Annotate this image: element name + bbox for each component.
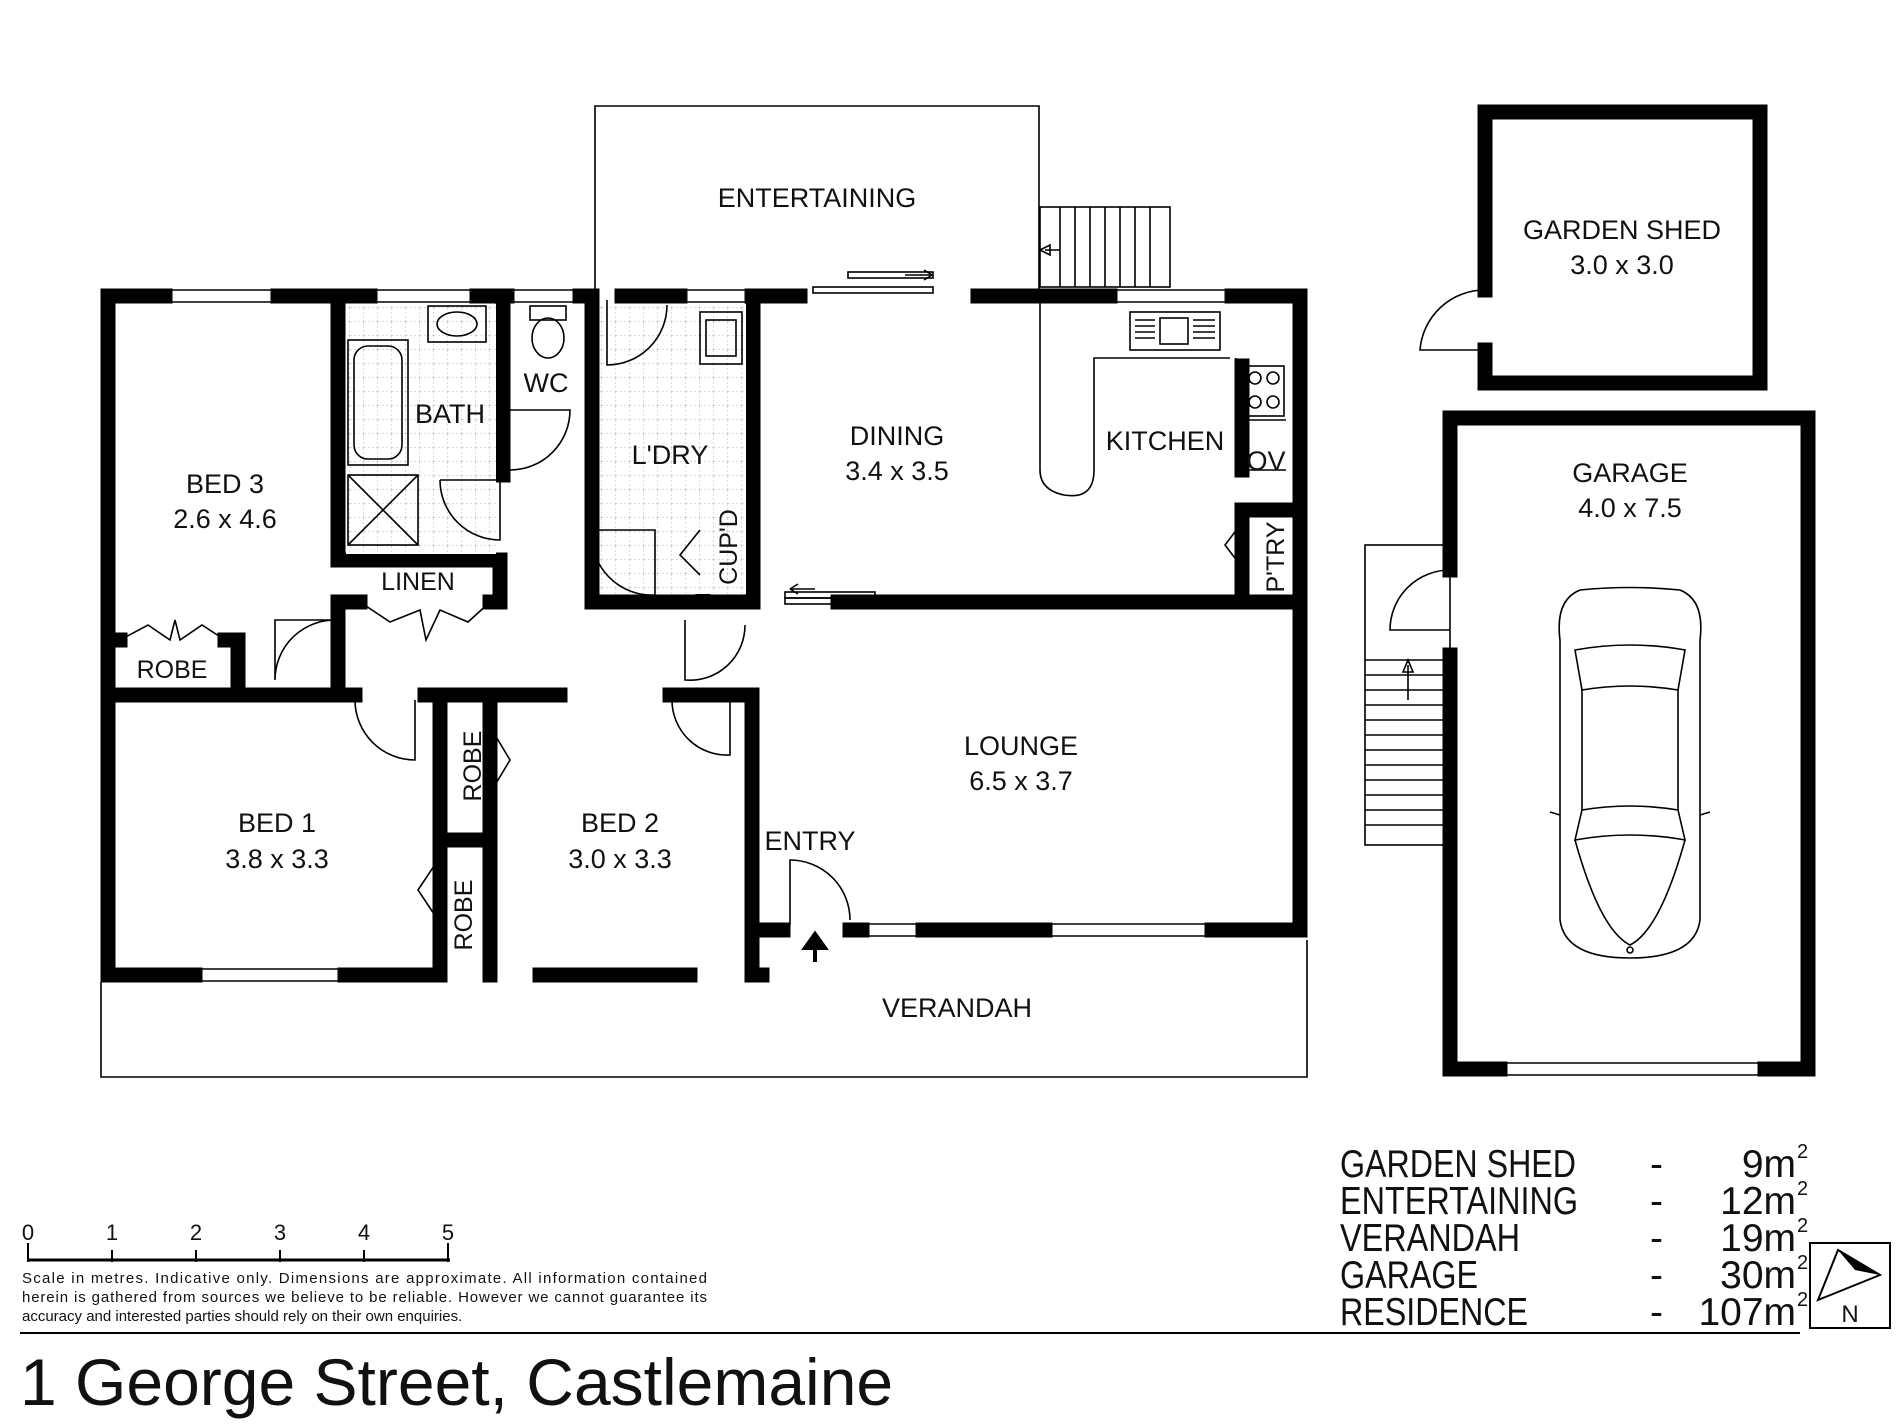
bed3-label: BED 3	[186, 469, 264, 499]
lounge-dims: 6.5 x 3.7	[969, 766, 1073, 796]
area-unit-sup: 2	[1797, 1178, 1808, 1200]
scale-tick-label: 2	[190, 1220, 202, 1245]
scale-tick-label: 4	[358, 1220, 370, 1245]
bed2-dims: 3.0 x 3.3	[568, 844, 672, 874]
verandah-label: VERANDAH	[882, 993, 1032, 1023]
robe-bed3-label: ROBE	[137, 656, 208, 684]
disclaimer-line: accuracy and interested parties should r…	[22, 1308, 462, 1325]
cupboard-label: CUP'D	[715, 509, 743, 585]
area-value: 9m	[1742, 1143, 1796, 1186]
area-unit-sup: 2	[1797, 1289, 1808, 1311]
disclaimer: Scale in metres. Indicative only. Dimens…	[22, 1270, 707, 1325]
area-dash: -	[1650, 1180, 1663, 1223]
bed2-label: BED 2	[581, 808, 659, 838]
garden-shed-dims: 3.0 x 3.0	[1570, 250, 1674, 280]
area-unit-sup: 2	[1797, 1252, 1808, 1274]
area-name: VERANDAH	[1340, 1217, 1520, 1260]
kitchen-label: KITCHEN	[1106, 426, 1225, 456]
scale-tick-label: 1	[106, 1220, 118, 1245]
area-unit-sup: 2	[1797, 1215, 1808, 1237]
fixtures	[347, 298, 1286, 546]
car-icon	[1549, 586, 1711, 959]
bed1-label: BED 1	[238, 808, 316, 838]
dining-label: DINING	[850, 421, 945, 451]
area-dash: -	[1650, 1254, 1663, 1297]
area-name: GARAGE	[1340, 1254, 1478, 1297]
area-schedule: GARDEN SHED - 9m 2 ENTERTAINING - 12m 2 …	[1340, 1141, 1808, 1334]
disclaimer-line: Scale in metres. Indicative only. Dimens…	[22, 1270, 707, 1287]
area-name: RESIDENCE	[1340, 1291, 1528, 1334]
bath-label: BATH	[415, 399, 485, 429]
laundry-label: L'DRY	[632, 440, 709, 470]
entertaining-label: ENTERTAINING	[718, 183, 917, 213]
scale-bar: 0 1 2 3 4 5	[22, 1220, 454, 1262]
compass-north-label: N	[1841, 1301, 1858, 1328]
scale-tick-label: 0	[22, 1220, 34, 1245]
area-unit-sup: 2	[1797, 1141, 1808, 1163]
area-value: 30m	[1720, 1254, 1796, 1297]
entertaining-deck	[594, 105, 1171, 295]
bed3-dims: 2.6 x 4.6	[173, 504, 277, 534]
windows	[165, 289, 1232, 982]
dining-dims: 3.4 x 3.5	[845, 456, 949, 486]
area-row: ENTERTAINING - 12m 2	[1340, 1178, 1808, 1223]
garden-shed	[1419, 104, 1768, 391]
area-row: GARAGE - 30m 2	[1340, 1252, 1808, 1297]
verandah	[100, 940, 1308, 1078]
garage-steps	[1364, 544, 1451, 846]
robe-upper-label: ROBE	[459, 731, 487, 802]
entertaining-steps	[1038, 206, 1171, 288]
compass-icon: N	[1809, 1242, 1891, 1329]
area-row: RESIDENCE - 107m 2	[1340, 1289, 1808, 1334]
area-row: GARDEN SHED - 9m 2	[1340, 1141, 1808, 1186]
area-dash: -	[1650, 1143, 1663, 1186]
area-dash: -	[1650, 1291, 1663, 1334]
area-name: GARDEN SHED	[1340, 1143, 1576, 1186]
area-name: ENTERTAINING	[1340, 1180, 1578, 1223]
room-labels: ENTERTAINING GARDEN SHED 3.0 x 3.0 GARAG…	[137, 183, 1721, 1023]
area-row: VERANDAH - 19m 2	[1340, 1215, 1808, 1260]
garden-shed-label: GARDEN SHED	[1523, 215, 1721, 245]
garage-dims: 4.0 x 7.5	[1578, 493, 1682, 523]
lounge-label: LOUNGE	[964, 731, 1078, 761]
house-walls	[100, 288, 1308, 983]
scale-tick-label: 3	[274, 1220, 286, 1245]
area-dash: -	[1650, 1217, 1663, 1260]
linen-label: LINEN	[381, 568, 455, 596]
area-value: 19m	[1720, 1217, 1796, 1260]
pantry-label: P'TRY	[1262, 521, 1290, 592]
address-title: 1 George Street, Castlemaine	[20, 1345, 893, 1419]
scale-tick-label: 5	[442, 1220, 454, 1245]
area-value: 107m	[1698, 1291, 1796, 1334]
doors	[119, 300, 1245, 962]
area-value: 12m	[1720, 1180, 1796, 1223]
garage-label: GARAGE	[1572, 458, 1688, 488]
robe-lower-label: ROBE	[450, 880, 478, 951]
disclaimer-line: herein is gathered from sources we belie…	[22, 1289, 707, 1306]
garage	[1364, 410, 1816, 1077]
wc-label: WC	[524, 368, 569, 398]
wet-area-tiles	[346, 304, 746, 594]
oven-label: OV	[1246, 446, 1285, 476]
bed1-dims: 3.8 x 3.3	[225, 844, 329, 874]
entry-label: ENTRY	[764, 826, 855, 856]
